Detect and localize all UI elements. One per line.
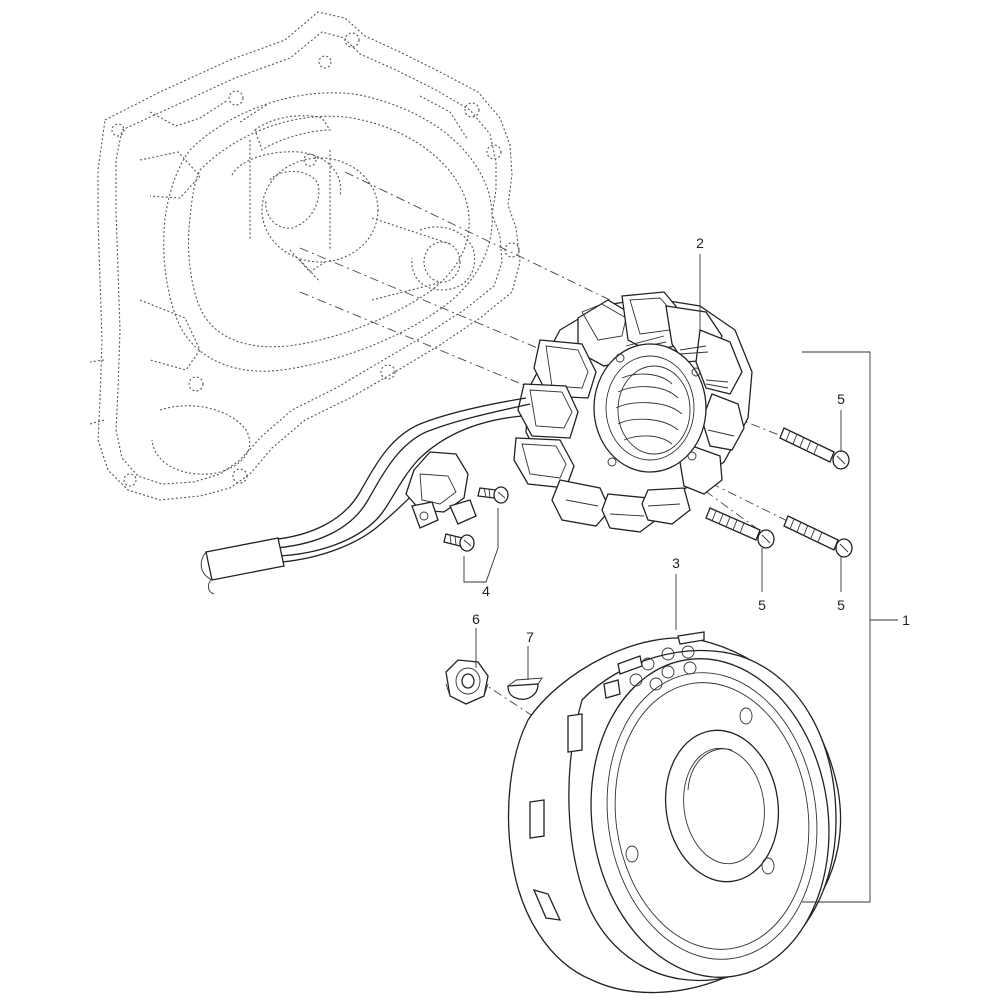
woodruff-key xyxy=(507,677,543,700)
callout-5-right: 5 xyxy=(837,597,845,613)
callout-7: 7 xyxy=(526,629,534,645)
stator xyxy=(513,291,753,533)
callout-5-mid: 5 xyxy=(758,597,766,613)
engine-cover-phantom xyxy=(89,11,521,501)
callout-5-top: 5 xyxy=(837,391,845,407)
flywheel-rotor xyxy=(507,631,842,994)
leader-lines xyxy=(475,254,898,903)
pickup-screws xyxy=(443,486,509,583)
callout-labels: 2 5 4 3 5 5 1 6 7 xyxy=(472,235,910,645)
callout-6: 6 xyxy=(472,611,480,627)
pulser-coil xyxy=(405,451,477,529)
flywheel-nut xyxy=(445,659,489,705)
stator-screws xyxy=(705,427,853,558)
callout-1: 1 xyxy=(902,612,910,628)
callout-3: 3 xyxy=(672,555,680,571)
callout-2: 2 xyxy=(696,235,704,251)
callout-4: 4 xyxy=(482,583,490,599)
